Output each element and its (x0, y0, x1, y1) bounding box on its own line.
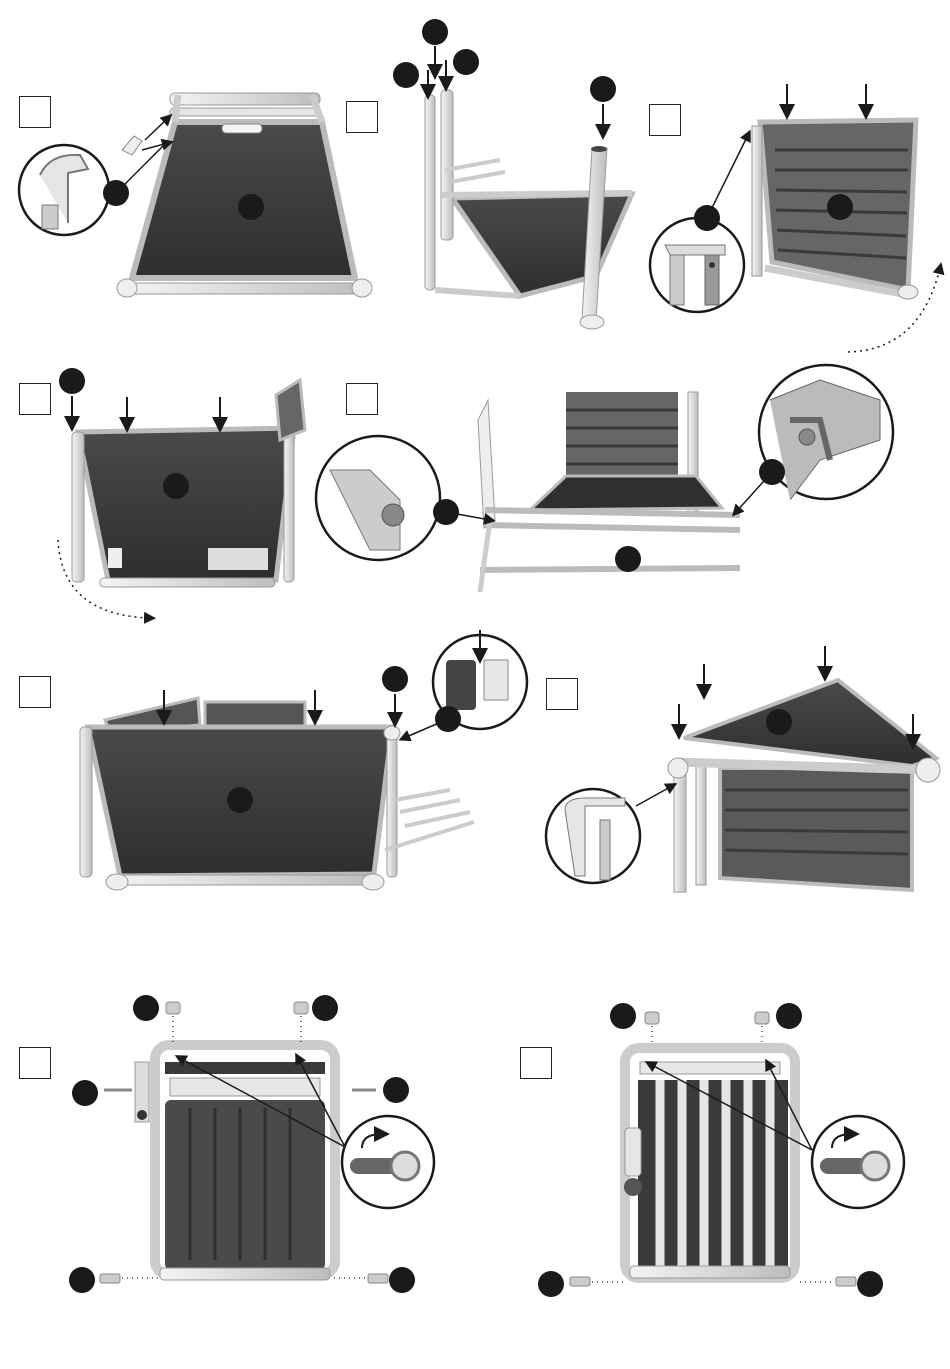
callout-dot-icon (383, 1077, 409, 1103)
arrow-icon (145, 118, 168, 140)
callout-dot-icon (389, 1267, 415, 1293)
callout-dot-icon (103, 180, 129, 206)
step-1-illustration (19, 93, 372, 297)
step-6-illustration (80, 630, 527, 890)
callout-dot-icon (827, 194, 853, 220)
callout-dot-icon (776, 1003, 802, 1029)
callout-dot-icon (312, 995, 338, 1021)
callout-dot-icon (393, 62, 419, 88)
callout-dot-icon (59, 368, 85, 394)
callout-dot-icon (69, 1267, 95, 1293)
screw-icon (645, 1012, 659, 1024)
callout-dot-icon (382, 666, 408, 692)
callout-dot-icon (227, 787, 253, 813)
callout-dot-icon (590, 76, 616, 102)
screw-icon (755, 1012, 769, 1024)
callout-dot-icon (72, 1080, 98, 1106)
screw-icon (166, 1002, 180, 1014)
step-2-illustration (393, 19, 632, 329)
callout-dot-icon (422, 19, 448, 45)
step-5-illustration (316, 365, 893, 592)
step-7-illustration (546, 646, 940, 892)
callout-dot-icon (615, 546, 641, 572)
callout-dot-icon (759, 459, 785, 485)
screw-icon (294, 1002, 308, 1014)
callout-dot-icon (538, 1271, 564, 1297)
step-3-illustration (650, 84, 940, 352)
callout-dot-icon (435, 706, 461, 732)
step-9-illustration (538, 1003, 904, 1297)
callout-dot-icon (694, 205, 720, 231)
screw-icon (570, 1277, 590, 1286)
callout-dot-icon (133, 995, 159, 1021)
callout-dot-icon (610, 1003, 636, 1029)
callout-dot-icon (433, 499, 459, 525)
detail-zoom-icon (650, 218, 744, 312)
screw-icon (836, 1277, 856, 1286)
callout-dot-icon (857, 1271, 883, 1297)
step-4-illustration (58, 368, 305, 618)
callout-dot-icon (766, 709, 792, 735)
callout-dot-icon (163, 473, 189, 499)
screw-icon (100, 1274, 120, 1283)
callout-dot-icon (453, 49, 479, 75)
screw-icon (368, 1274, 388, 1283)
callout-dot-icon (238, 194, 264, 220)
step-8-illustration (69, 995, 434, 1293)
